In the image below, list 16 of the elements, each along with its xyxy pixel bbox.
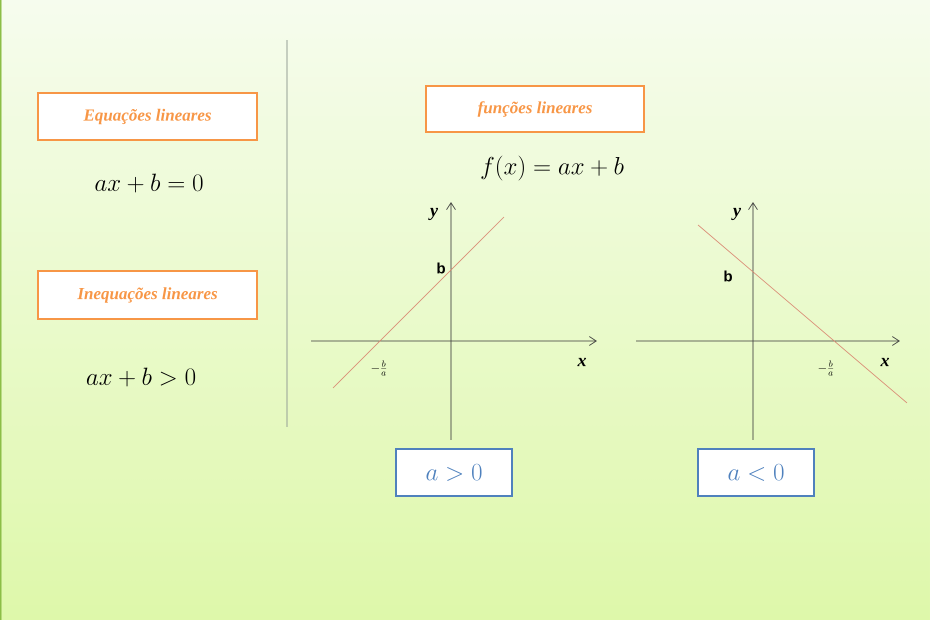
formula: $f(x) = ax + b$	[481, 156, 624, 180]
condition-box: $a < 0$	[697, 448, 815, 497]
axis-label: x	[577, 358, 586, 366]
title-box: Inequações lineares	[37, 270, 258, 320]
axis-label: y	[731, 208, 742, 220]
condition-box: $a > 0$	[395, 448, 513, 497]
axis-label: x	[880, 358, 890, 366]
intercept-label: b	[724, 270, 732, 282]
intercept-label: b	[437, 262, 445, 274]
formula: $ax + b > 0$	[86, 368, 196, 386]
intercept-label: $-\frac{b}{a}$	[372, 360, 386, 376]
intercept-label: $-\frac{b}{a}$	[818, 360, 834, 376]
title-box: Equações lineares	[37, 92, 258, 141]
title-box: funções lineares	[425, 85, 645, 133]
axis-label: y	[428, 208, 438, 220]
formula: $ax + b = 0$	[95, 174, 203, 192]
